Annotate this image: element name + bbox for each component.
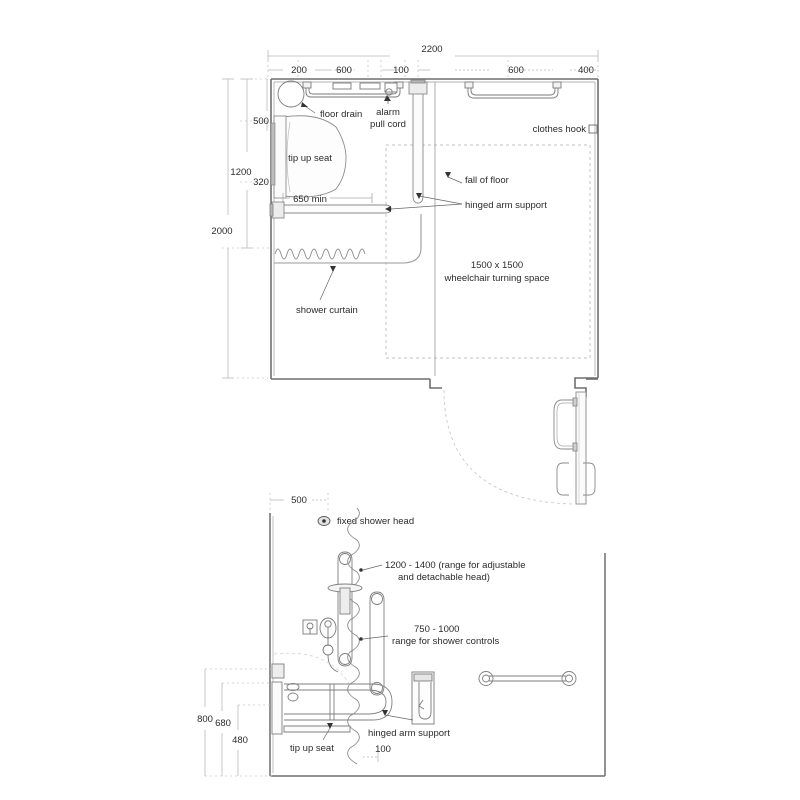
elevation-left-dimensions xyxy=(204,668,272,777)
plan-dim-1200: 1200 xyxy=(230,167,251,178)
elevation-hinged-arm-support xyxy=(411,671,435,725)
plan-dim-seg-100: 100 xyxy=(393,65,409,76)
elevation-dim-680: 680 xyxy=(215,718,231,729)
elevation-tip-up-seat xyxy=(271,663,393,735)
alarm-pull-cord-arrow xyxy=(384,95,391,101)
elevation-hinged-arm-support-label: hinged arm support xyxy=(368,728,450,739)
adjustable-range-leader xyxy=(362,564,383,571)
hinged-arm-arrow-2 xyxy=(416,193,422,199)
plan-left-dimensions xyxy=(222,78,270,379)
elevation-swing-arc xyxy=(273,652,351,687)
elevation-horizontal-grab-rail xyxy=(478,671,577,686)
plan-seat-reach-dimension xyxy=(282,193,373,203)
shower-curtain-leader xyxy=(319,270,334,301)
turning-space-label-line2: wheelchair turning space xyxy=(443,273,549,284)
shower-controls xyxy=(302,617,339,673)
controls-range-leader xyxy=(362,635,389,640)
plan-shower-curtain xyxy=(274,214,422,264)
shower-curtain-arrow xyxy=(330,266,336,272)
elevation-hinged-arm-arrow xyxy=(382,710,388,716)
controls-range-label-line1: 750 - 1000 xyxy=(414,624,459,635)
elevation-dim-480: 480 xyxy=(232,735,248,746)
elevation-dim-800: 800 xyxy=(197,714,213,725)
plan-dim-500: 500 xyxy=(253,116,269,127)
controls-range-dot xyxy=(359,637,363,641)
plan-dim-overall-width: 2200 xyxy=(421,44,442,55)
plan-view: 2200 200 600 100 600 400 xyxy=(211,44,599,505)
plan-dim-overall-depth: 2000 xyxy=(211,226,232,237)
plan-hinged-arm-support-label: hinged arm support xyxy=(465,200,547,211)
elevation-view: 500 800 680 480 xyxy=(197,493,606,777)
plan-dim-320: 320 xyxy=(253,177,269,188)
adjustable-range-label-line1: 1200 - 1400 (range for adjustable xyxy=(385,560,526,571)
fall-of-floor-label: fall of floor xyxy=(465,175,509,186)
plan-seat-reach-label: 650 min xyxy=(293,194,327,205)
shower-riser-rail xyxy=(327,551,363,667)
clothes-hook-label: clothes hook xyxy=(533,124,587,135)
elevation-dim-500: 500 xyxy=(291,495,307,506)
fixed-shower-head-icon xyxy=(317,516,331,526)
plan-dim-seg-600b: 600 xyxy=(508,65,524,76)
hinged-arm-arrow-1 xyxy=(385,206,391,212)
floor-drain-icon xyxy=(277,80,305,108)
hinged-arm-support-leaders xyxy=(390,195,463,210)
plan-dim-seg-200: 200 xyxy=(291,65,307,76)
shower-curtain-label: shower curtain xyxy=(296,305,358,316)
plan-dim-seg-600: 600 xyxy=(336,65,352,76)
controls-range-label-line2: range for shower controls xyxy=(392,636,499,647)
elevation-tip-up-seat-label: tip up seat xyxy=(290,743,334,754)
adjustable-range-dot xyxy=(359,568,363,572)
fall-of-floor-arrow xyxy=(445,172,451,178)
floor-drain-label: floor drain xyxy=(320,109,362,120)
adjustable-range-label-line2: and detachable head) xyxy=(398,572,490,583)
elevation-hinged-arm-leader xyxy=(384,714,414,721)
elevation-dim-100: 100 xyxy=(375,744,391,755)
plan-hinged-arm-support-vertical xyxy=(408,79,428,204)
clothes-hook-icon xyxy=(588,124,598,134)
alarm-pull-cord-label-line2: pull cord xyxy=(370,119,406,130)
turning-space-label-line1: 1500 x 1500 xyxy=(471,260,523,271)
wheelchair-turning-space-zone xyxy=(385,144,591,359)
plan-tip-up-seat xyxy=(270,115,347,199)
elevation-walls xyxy=(269,513,606,777)
plan-tip-up-seat-label: tip up seat xyxy=(288,153,332,164)
alarm-pull-cord-label-line1: alarm xyxy=(376,107,400,118)
shower-hose xyxy=(347,507,360,765)
tip-up-seat-arrow xyxy=(327,723,333,729)
plan-dim-seg-400: 400 xyxy=(578,65,594,76)
fixed-shower-head-label: fixed shower head xyxy=(337,516,414,527)
plan-top-dimensions xyxy=(267,50,599,78)
plan-door xyxy=(553,391,596,505)
elevation-top-dimension xyxy=(269,493,329,512)
tip-up-seat-leader xyxy=(322,727,331,741)
plan-top-grab-rail-left xyxy=(302,81,404,98)
elevation-bottom-dimension xyxy=(363,752,379,762)
plan-top-grab-rail-right xyxy=(464,81,562,99)
door-swing-arc xyxy=(443,389,573,505)
fall-of-floor-leader xyxy=(447,176,463,184)
floor-drain-arrow xyxy=(301,102,308,107)
